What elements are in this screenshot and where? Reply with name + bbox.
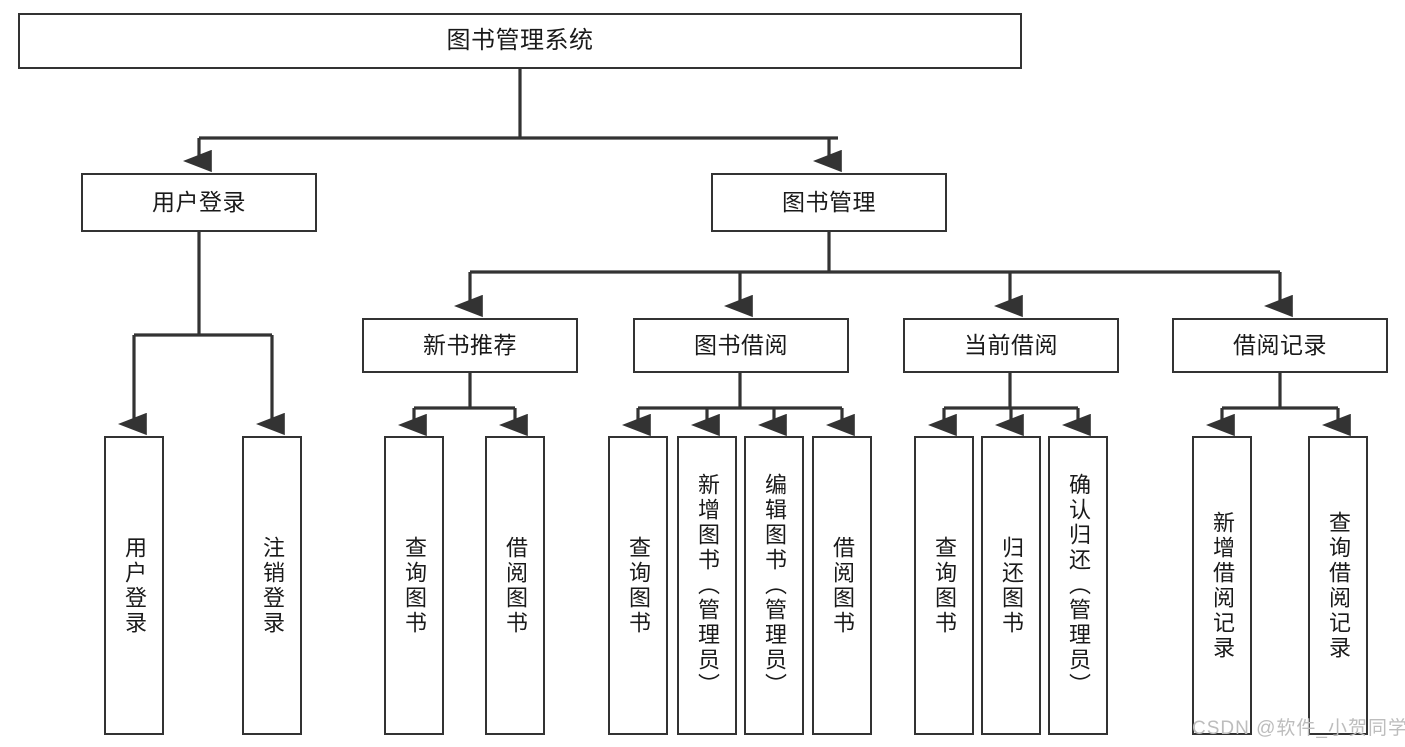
node-label: 图书管理系统 [446, 26, 594, 54]
leaf-borrow-book[interactable]: 借阅图书 [812, 436, 872, 735]
node-book-borrow[interactable]: 图书借阅 [633, 318, 849, 373]
node-label: 注销登录 [259, 535, 285, 636]
node-label: 用户登录 [152, 188, 246, 215]
node-label: 查询借阅记录 [1325, 510, 1351, 661]
node-label: 借阅图书 [829, 535, 855, 636]
node-label: 归还图书 [998, 535, 1024, 636]
node-label: 当前借阅 [964, 331, 1058, 358]
node-label: 用户登录 [121, 535, 147, 636]
node-label: 图书管理 [782, 188, 876, 215]
leaf-query-book-recommend[interactable]: 查询图书 [384, 436, 444, 735]
node-borrow-record[interactable]: 借阅记录 [1172, 318, 1388, 373]
node-label: 借阅图书 [502, 535, 528, 636]
leaf-edit-book-admin[interactable]: 编辑图书（管理员） [744, 436, 804, 735]
leaf-user-login[interactable]: 用户登录 [104, 436, 164, 735]
node-label: 确认归还（管理员） [1065, 473, 1091, 698]
node-book-management-system[interactable]: 图书管理系统 [18, 13, 1022, 69]
leaf-add-book-admin[interactable]: 新增图书（管理员） [677, 436, 737, 735]
node-label: 查询图书 [625, 535, 651, 636]
leaf-confirm-return-admin[interactable]: 确认归还（管理员） [1048, 436, 1108, 735]
leaf-return-book[interactable]: 归还图书 [981, 436, 1041, 735]
node-label: 图书借阅 [694, 331, 788, 358]
node-label: 查询图书 [401, 535, 427, 636]
leaf-add-borrow-record[interactable]: 新增借阅记录 [1192, 436, 1252, 735]
node-new-book-recommend[interactable]: 新书推荐 [362, 318, 578, 373]
leaf-logout[interactable]: 注销登录 [242, 436, 302, 735]
node-label: 查询图书 [931, 535, 957, 636]
node-label: 编辑图书（管理员） [761, 473, 787, 698]
node-label: 新增图书（管理员） [694, 473, 720, 698]
node-current-borrow[interactable]: 当前借阅 [903, 318, 1119, 373]
leaf-borrow-book-recommend[interactable]: 借阅图书 [485, 436, 545, 735]
leaf-query-book-current[interactable]: 查询图书 [914, 436, 974, 735]
csdn-watermark: CSDN @软件_小贺同学 [1192, 718, 1405, 739]
node-label: 新书推荐 [423, 331, 517, 358]
node-label: 借阅记录 [1233, 331, 1327, 358]
node-label: 新增借阅记录 [1209, 510, 1235, 661]
node-book-management[interactable]: 图书管理 [711, 173, 947, 232]
leaf-query-borrow-record[interactable]: 查询借阅记录 [1308, 436, 1368, 735]
leaf-query-book-borrow[interactable]: 查询图书 [608, 436, 668, 735]
node-user-login[interactable]: 用户登录 [81, 173, 317, 232]
